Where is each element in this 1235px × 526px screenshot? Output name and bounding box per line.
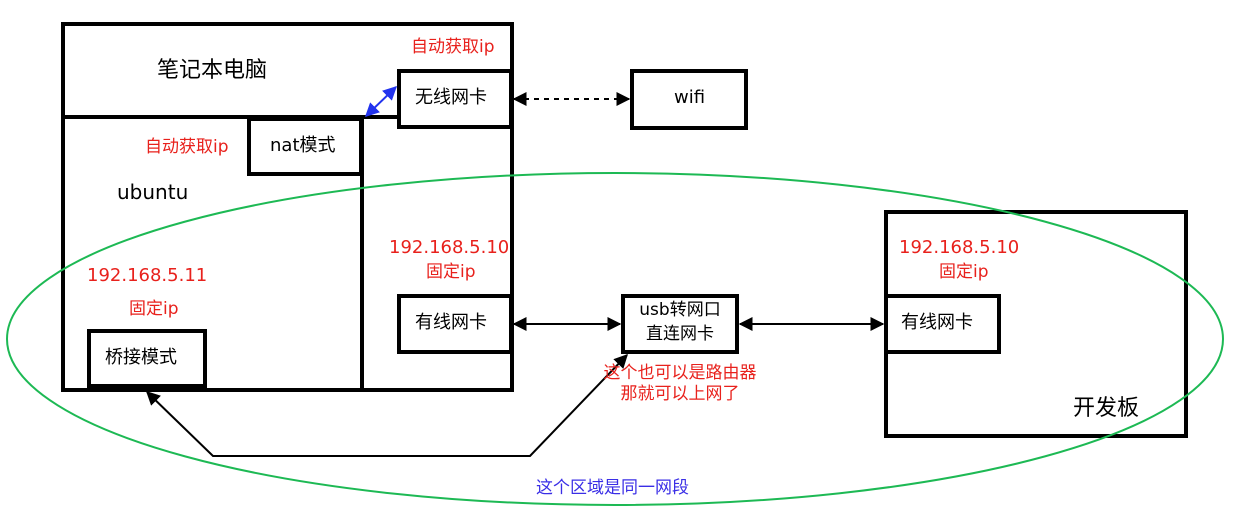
nat-mode-label: nat模式 xyxy=(270,135,336,156)
usb-adapter-line1: usb转网口 xyxy=(639,300,721,320)
usb-adapter-line2: 直连网卡 xyxy=(646,324,714,344)
laptop-wired-nic-box xyxy=(397,294,513,354)
laptop-auto-ip-note: 自动获取ip xyxy=(411,37,495,57)
bridge-mode-label: 桥接模式 xyxy=(105,347,177,368)
usb-adapter-note-line2: 那就可以上网了 xyxy=(620,384,740,404)
bridge-usb-link xyxy=(145,353,628,457)
usb-adapter-note-line1: 这个也可以是路由器 xyxy=(603,363,757,383)
laptop-nic-ip: 192.168.5.10 xyxy=(389,237,510,258)
usb-adapter-box xyxy=(621,294,739,354)
ubuntu-ip: 192.168.5.11 xyxy=(87,265,208,286)
board-ip: 192.168.5.10 xyxy=(899,237,1020,258)
ubuntu-auto-ip-note: 自动获取ip xyxy=(145,137,229,157)
ubuntu-ip-mode: 固定ip xyxy=(129,299,179,319)
board-wired-nic-box xyxy=(884,294,1001,354)
wireless-nic-label: 无线网卡 xyxy=(415,87,487,108)
laptop-nic-ip-mode: 固定ip xyxy=(426,262,476,282)
wifi-box xyxy=(630,69,748,130)
board-title: 开发板 xyxy=(1073,396,1140,421)
laptop-wired-nic-label: 有线网卡 xyxy=(415,312,487,333)
board-ip-mode: 固定ip xyxy=(939,262,989,282)
nat-wireless-link xyxy=(364,86,398,117)
wireless-nic-box xyxy=(397,69,513,129)
ubuntu-title: ubuntu xyxy=(117,180,189,204)
same-subnet-ellipse xyxy=(6,172,1224,506)
same-subnet-label: 这个区域是同一网段 xyxy=(536,478,689,498)
laptop-title: 笔记本电脑 xyxy=(157,58,268,83)
board-wired-nic-label: 有线网卡 xyxy=(901,312,973,333)
nat-mode-box xyxy=(247,117,363,176)
wifi-label: wifi xyxy=(674,87,706,108)
